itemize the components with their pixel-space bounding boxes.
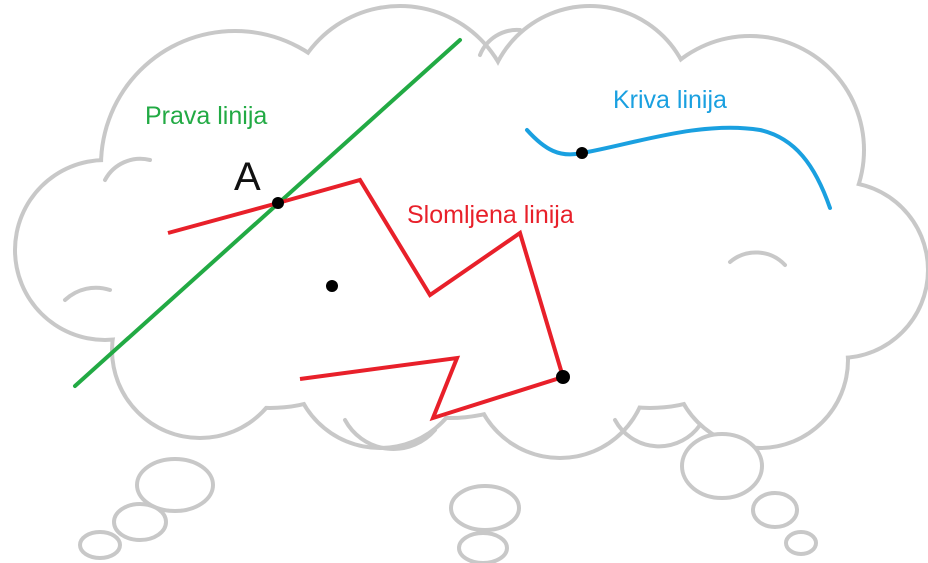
curved-line-label: Kriva linija bbox=[613, 86, 727, 114]
bubble-right-small bbox=[784, 530, 818, 556]
bubble-right-medium bbox=[751, 491, 799, 529]
bubble-left-small bbox=[78, 530, 122, 560]
bubble-left-large bbox=[135, 457, 215, 513]
straight-line-label: Prava linija bbox=[145, 102, 268, 130]
broken-line-label: Slomljena linija bbox=[407, 201, 574, 229]
point-center bbox=[326, 280, 338, 292]
broken-line-lower bbox=[299, 355, 564, 422]
point-on-curve bbox=[576, 147, 588, 159]
straight-line bbox=[73, 38, 462, 388]
broken-line-upper bbox=[167, 177, 565, 378]
cloud-fill bbox=[17, 8, 926, 456]
curved-line bbox=[525, 125, 832, 210]
thought-cloud bbox=[13, 4, 928, 460]
bubble-right-large bbox=[680, 432, 764, 500]
cloud-inner-arcs bbox=[63, 27, 787, 451]
point-a bbox=[272, 197, 284, 209]
point-on-broken-line bbox=[556, 370, 570, 384]
bubble-mid-large bbox=[449, 484, 521, 532]
bubble-mid-small bbox=[457, 531, 509, 563]
bubble-left-medium bbox=[112, 502, 168, 542]
point-a-label: A bbox=[234, 155, 261, 199]
thought-bubbles bbox=[78, 432, 818, 563]
